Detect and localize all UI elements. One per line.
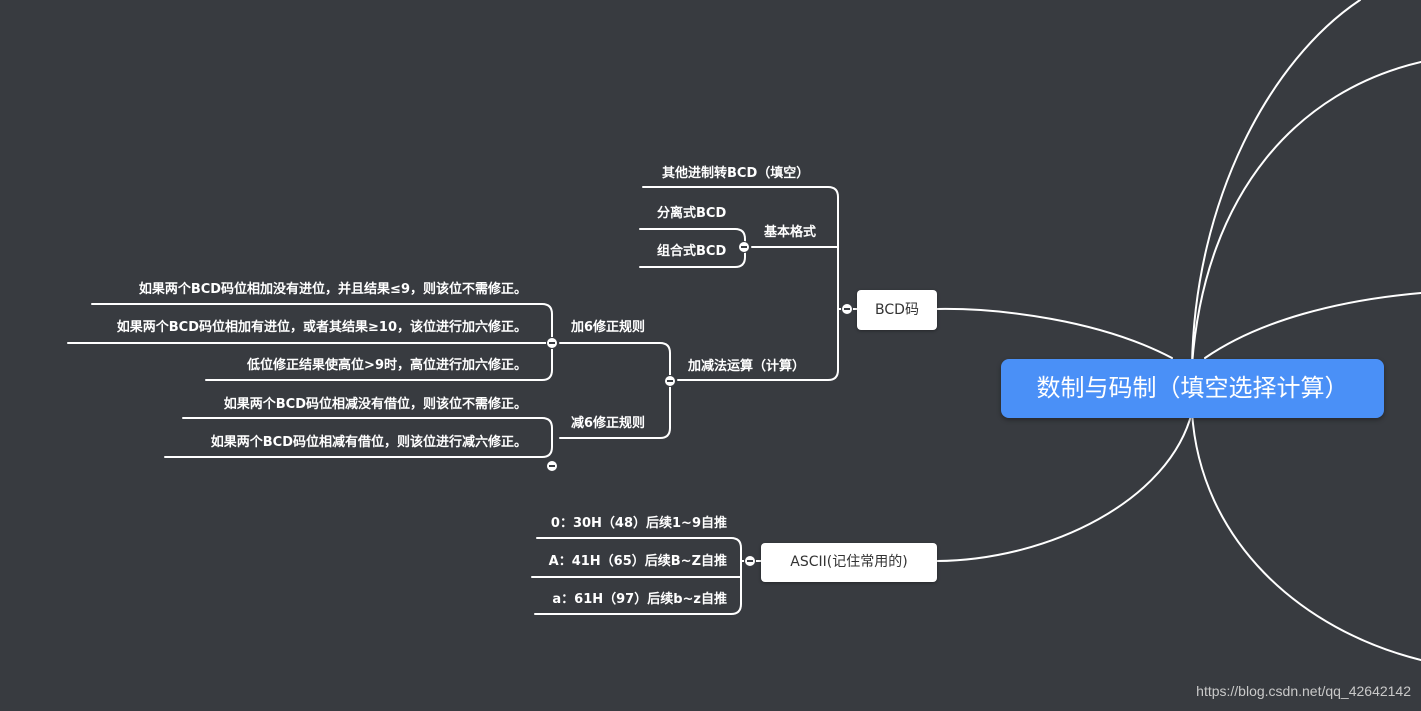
sub-rule-children-line: [164, 417, 553, 458]
add-rule-label[interactable]: 加6修正规则: [571, 320, 646, 335]
bcd-children-line: [642, 186, 839, 381]
watermark-text: https://blog.csdn.net/qq_42642142: [1196, 683, 1411, 699]
bcd-node[interactable]: BCD码: [857, 290, 937, 330]
basic-format-collapse-toggle[interactable]: [738, 241, 750, 253]
ascii-collapse-toggle[interactable]: [744, 555, 756, 567]
root-branch-line: [1191, 0, 1361, 366]
root-node[interactable]: 数制与码制（填空选择计算）: [1001, 359, 1384, 418]
sub-rule-item[interactable]: 如果两个BCD码位相减有借位，则该位进行减六修正。: [210, 435, 527, 450]
root-to-bcd-line: [936, 307, 1173, 359]
bcd-conversion-label[interactable]: 其他进制转BCD（填空）: [662, 166, 810, 181]
add-rule-collapse-toggle[interactable]: [546, 337, 558, 349]
ascii-node[interactable]: ASCII(记住常用的): [761, 543, 937, 582]
sub-rule-label[interactable]: 减6修正规则: [571, 416, 646, 431]
add-rule-item[interactable]: 低位修正结果使高位>9时，高位进行加六修正。: [247, 358, 527, 373]
basic-format-item[interactable]: 组合式BCD: [657, 244, 727, 259]
add-rule-item[interactable]: 如果两个BCD码位相加有进位，或者其结果≥10，该位进行加六修正。: [116, 320, 527, 335]
arithmetic-collapse-toggle[interactable]: [664, 375, 676, 387]
arithmetic-label[interactable]: 加减法运算（计算）: [688, 359, 806, 374]
root-branch-line: [1204, 292, 1421, 359]
ascii-item[interactable]: 0：30H（48）后续1~9自推: [550, 516, 727, 531]
root-to-ascii-line: [936, 411, 1193, 562]
bcd-collapse-toggle[interactable]: [841, 303, 853, 315]
ascii-item[interactable]: A：41H（65）后续B~Z自推: [548, 554, 727, 569]
sub-rule-collapse-toggle[interactable]: [546, 460, 558, 472]
root-branch-line: [1191, 61, 1421, 366]
ascii-item[interactable]: a：61H（97）后续b~z自推: [552, 592, 727, 607]
basic-format-label[interactable]: 基本格式: [764, 225, 817, 240]
add-rule-item[interactable]: 如果两个BCD码位相加没有进位，并且结果≤9，则该位不需修正。: [138, 282, 527, 297]
root-branch-line: [1191, 411, 1421, 661]
basic-format-item[interactable]: 分离式BCD: [657, 206, 727, 221]
sub-rule-item[interactable]: 如果两个BCD码位相减没有借位，则该位不需修正。: [223, 397, 527, 412]
arithmetic-children-line: [559, 342, 671, 439]
